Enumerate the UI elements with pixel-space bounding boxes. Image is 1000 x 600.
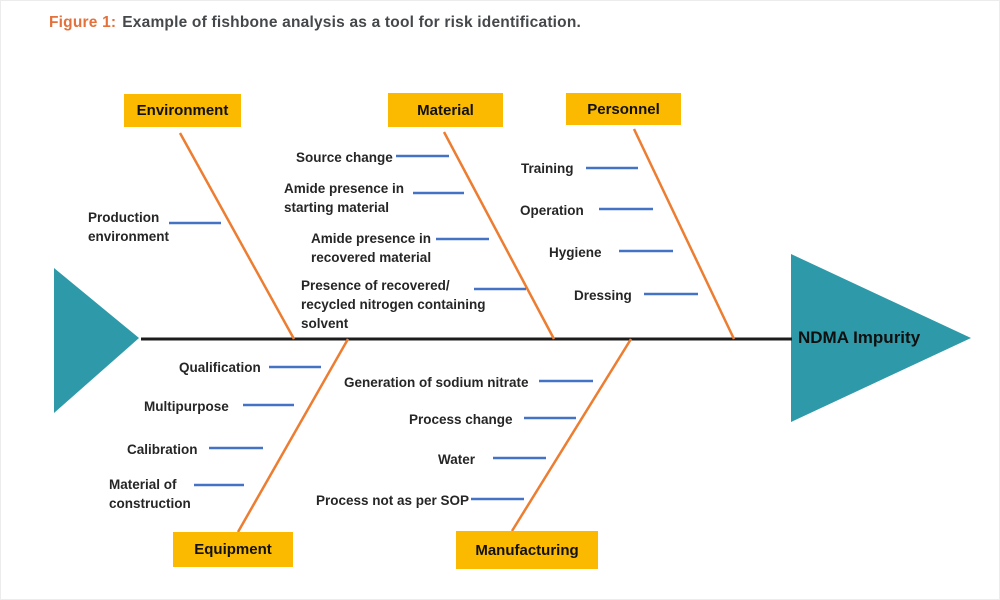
branch-line-personnel bbox=[632, 128, 736, 340]
cause-training: Training bbox=[521, 161, 574, 176]
cause-material-of-construction: Material of construction bbox=[109, 477, 191, 511]
category-box-material: Material bbox=[388, 93, 503, 127]
cause-calibration: Calibration bbox=[127, 442, 198, 457]
cause-generation-sodium-nitrate: Generation of sodium nitrate bbox=[344, 375, 529, 390]
branch-line-material bbox=[442, 131, 556, 340]
head-arrow bbox=[791, 254, 971, 422]
cause-qualification: Qualification bbox=[179, 360, 261, 375]
effect-label: NDMA Impurity bbox=[798, 328, 921, 347]
cause-process-not-per-sop: Process not as per SOP bbox=[316, 493, 470, 508]
cause-source-change: Source change bbox=[296, 150, 393, 165]
cause-water: Water bbox=[438, 452, 476, 467]
cause-presence-recovered-nitrogen: Presence of recovered/ recycled nitrogen… bbox=[301, 278, 486, 331]
category-box-personnel: Personnel bbox=[566, 93, 681, 125]
category-box-environment: Environment bbox=[124, 94, 241, 127]
cause-operation: Operation bbox=[520, 203, 584, 218]
cause-dressing: Dressing bbox=[574, 288, 632, 303]
figure-caption-prefix: Figure 1: bbox=[49, 14, 117, 31]
cause-production-environment: Production environment bbox=[88, 210, 170, 244]
cause-amide-starting-material: Amide presence in starting material bbox=[284, 181, 405, 215]
figure-caption-text: Example of fishbone analysis as a tool f… bbox=[122, 14, 582, 31]
branch-line-manufacturing bbox=[510, 338, 633, 532]
cause-multipurpose: Multipurpose bbox=[144, 399, 229, 414]
branch-line-equipment bbox=[236, 338, 350, 533]
cause-hygiene: Hygiene bbox=[549, 245, 602, 260]
tail-arrow bbox=[54, 268, 139, 413]
figure-caption: Figure 1: Example of fishbone analysis as… bbox=[49, 14, 581, 32]
cause-amide-recovered-material: Amide presence in recovered material bbox=[311, 231, 432, 265]
cause-process-change: Process change bbox=[409, 412, 513, 427]
branch-line-environment bbox=[178, 132, 296, 340]
category-box-manufacturing: Manufacturing bbox=[456, 531, 598, 569]
category-box-equipment: Equipment bbox=[173, 532, 293, 567]
